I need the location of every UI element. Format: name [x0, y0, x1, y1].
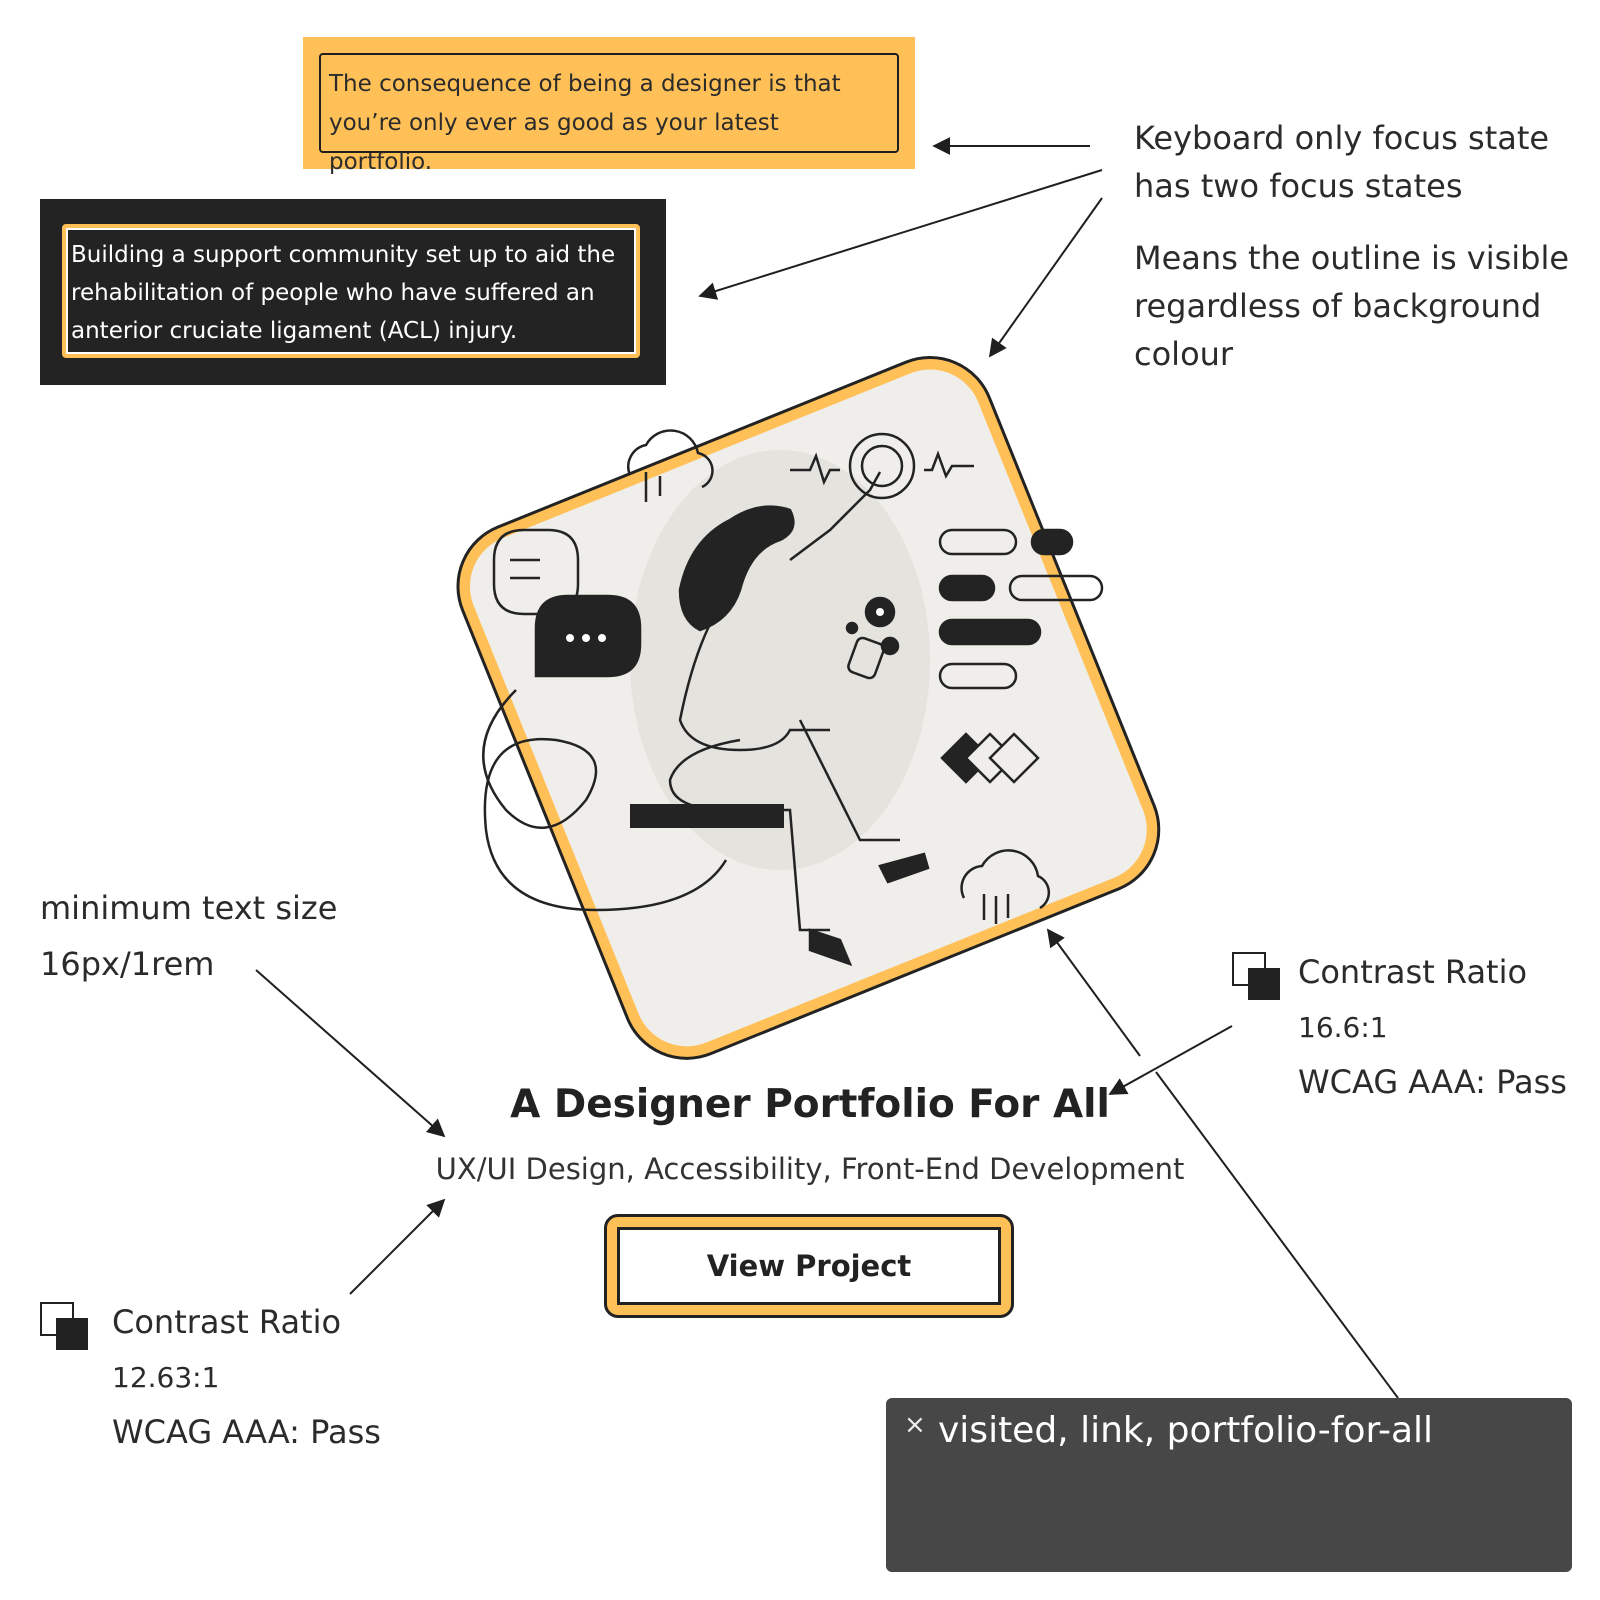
- view-project-label: View Project: [617, 1227, 1001, 1305]
- dark-focus-example: Building a support community set up to a…: [40, 199, 666, 385]
- view-project-button[interactable]: View Project: [604, 1214, 1014, 1318]
- min-text-line2: 16px/1rem: [40, 945, 215, 983]
- focus-annotation-line1: Keyboard only focus state: [1134, 119, 1550, 157]
- tooltip-text: visited, link, portfolio-for-all: [938, 1410, 1434, 1451]
- close-icon[interactable]: ×: [904, 1410, 926, 1440]
- min-text-line1: minimum text size: [40, 889, 338, 927]
- outline-annotation-line3: colour: [1134, 335, 1234, 373]
- card-title[interactable]: A Designer Portfolio For All: [510, 1082, 1110, 1127]
- screen-reader-tooltip: × visited, link, portfolio-for-all: [886, 1398, 1572, 1572]
- title-contrast-wcag: WCAG AAA: Pass: [1298, 1063, 1567, 1101]
- outline-annotation-line2: regardless of background: [1134, 287, 1542, 325]
- focus-annotation-line2: has two focus states: [1134, 167, 1463, 205]
- illustration-content: [482, 429, 1104, 967]
- focus-annotation: Keyboard only focus state has two focus …: [1134, 114, 1549, 210]
- dark-focus-text[interactable]: Building a support community set up to a…: [62, 224, 640, 358]
- subtitle-contrast-ratio: 12.63:1: [112, 1361, 220, 1394]
- subtitle-contrast-label: Contrast Ratio: [112, 1303, 342, 1341]
- yellow-focus-text[interactable]: The consequence of being a designer is t…: [319, 53, 899, 175]
- title-contrast-label: Contrast Ratio: [1298, 953, 1528, 991]
- title-contrast-ratio: 16.6:1: [1298, 1011, 1388, 1044]
- outline-annotation-line1: Means the outline is visible: [1134, 239, 1570, 277]
- min-text-annotation: minimum text size 16px/1rem: [40, 880, 337, 992]
- yellow-focus-example: The consequence of being a designer is t…: [303, 37, 915, 175]
- card-subtitle: UX/UI Design, Accessibility, Front-End D…: [435, 1152, 1185, 1186]
- contrast-icon: [1232, 952, 1282, 1002]
- contrast-icon: [40, 1302, 90, 1352]
- subtitle-contrast-wcag: WCAG AAA: Pass: [112, 1413, 381, 1451]
- annotation-arrows: [255, 137, 1399, 1399]
- outline-annotation: Means the outline is visible regardless …: [1134, 234, 1569, 378]
